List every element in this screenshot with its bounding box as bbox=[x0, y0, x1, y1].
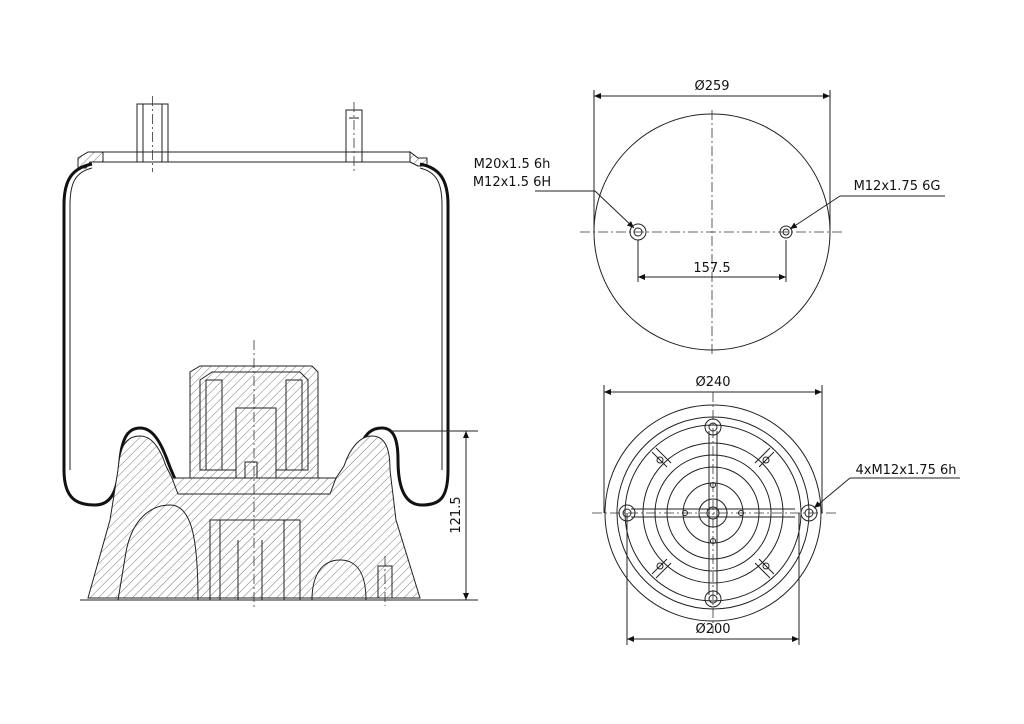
m12-stud-hole bbox=[779, 225, 793, 239]
base-bolt-holes bbox=[618, 418, 818, 608]
base-thread-callout: 4xM12x1.75 6h bbox=[813, 463, 960, 509]
base-outer-diameter-dimension: Ø240 bbox=[603, 375, 823, 513]
base-bolt-thread-label: 4xM12x1.75 6h bbox=[855, 463, 956, 478]
small-holes bbox=[656, 456, 770, 570]
height-label: 121.5 bbox=[449, 496, 464, 533]
thread-left-label-2: M12x1.5 6H bbox=[473, 175, 551, 190]
ribs bbox=[631, 431, 795, 595]
side-section-view: 121.5 bbox=[62, 96, 478, 610]
top-diameter-dimension: Ø259 bbox=[593, 79, 831, 232]
base-bolt-circle-label: Ø200 bbox=[695, 622, 730, 637]
bottom-view: Ø240 Ø200 4xM12x1.75 6h bbox=[592, 375, 960, 645]
top-diameter-label: Ø259 bbox=[694, 79, 729, 94]
height-dimension: 121.5 bbox=[390, 430, 478, 601]
bolt-spacing-label: 157.5 bbox=[693, 261, 730, 276]
base-bolt-circle-dimension: Ø200 bbox=[626, 513, 800, 645]
top-plate bbox=[77, 151, 428, 169]
thread-right-label: M12x1.75 6G bbox=[854, 179, 941, 194]
bolt-spacing-dimension: 157.5 bbox=[637, 240, 787, 282]
top-view: Ø259 M20x1.5 6h M12x1.5 6H M12x1.75 6G 1… bbox=[473, 79, 945, 355]
base-bolt bbox=[377, 556, 393, 606]
right-stud-m12 bbox=[345, 102, 363, 172]
left-thread-callout: M20x1.5 6h M12x1.5 6H bbox=[473, 157, 635, 229]
left-stud-m20 bbox=[136, 96, 169, 172]
thread-left-label-1: M20x1.5 6h bbox=[474, 157, 551, 172]
base-outer-diameter-label: Ø240 bbox=[695, 375, 730, 390]
right-thread-callout: M12x1.75 6G bbox=[789, 179, 945, 230]
